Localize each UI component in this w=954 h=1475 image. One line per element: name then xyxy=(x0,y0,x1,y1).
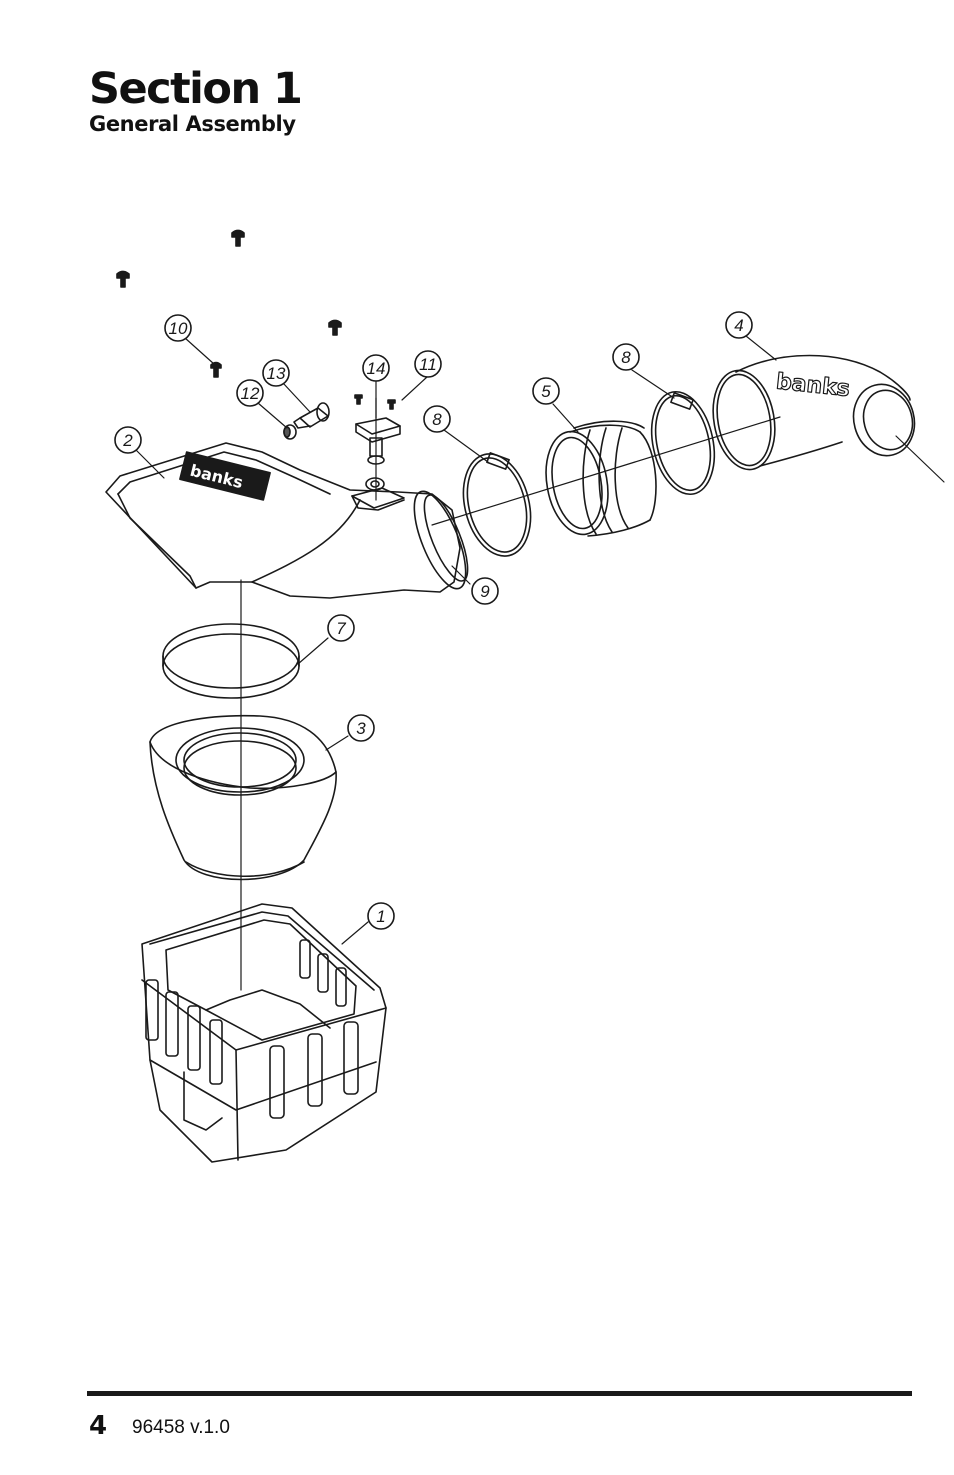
callout-label: 7 xyxy=(336,619,346,638)
callout-label: 8 xyxy=(621,348,631,367)
callout-circle xyxy=(114,426,142,454)
callout-circle xyxy=(347,714,375,742)
bellows-coupler xyxy=(545,420,657,537)
section-subtitle: General Assembly xyxy=(89,112,296,136)
screw-icon xyxy=(354,394,363,405)
callout-label: 13 xyxy=(267,364,286,383)
callout-circle xyxy=(471,577,499,605)
hose-clamp xyxy=(462,452,532,557)
callout-circle xyxy=(236,379,264,407)
page-number: 4 xyxy=(89,1411,108,1441)
callout-circle xyxy=(164,314,192,342)
section-heading: Section 1 General Assembly xyxy=(89,64,303,136)
callout-label: 4 xyxy=(734,316,743,335)
callout-label: 8 xyxy=(432,410,442,429)
callout-circle xyxy=(362,354,390,382)
callout-label: 14 xyxy=(367,359,386,378)
callout-label: 11 xyxy=(419,355,437,374)
callout-label: 1 xyxy=(376,907,385,926)
exploded-assembly-diagram: banks xyxy=(105,229,945,1163)
brand-logo: banks xyxy=(775,370,851,403)
screw-icon xyxy=(328,319,342,336)
section-title: Section 1 xyxy=(89,64,303,114)
callout-label: 9 xyxy=(480,582,490,601)
sensor-fitting xyxy=(293,402,330,429)
callout-circle xyxy=(612,343,640,371)
air-filter xyxy=(149,714,337,881)
seal-ring xyxy=(162,623,300,699)
callout-circle xyxy=(725,311,753,339)
cap-fitting xyxy=(283,424,297,440)
callout-label: 10 xyxy=(169,319,188,338)
callout-label: 5 xyxy=(541,382,551,401)
callout-circle xyxy=(423,405,451,433)
intake-elbow: banks xyxy=(712,354,916,471)
callout-label: 2 xyxy=(122,431,133,450)
screw-icon xyxy=(387,399,396,410)
document-version: 96458 v.1.0 xyxy=(132,1417,230,1438)
intake-tube-lid: banks xyxy=(105,442,469,599)
callout-circle xyxy=(262,359,290,387)
hose-clamp xyxy=(650,390,716,496)
screw-icon xyxy=(210,361,222,378)
sensor-assembly xyxy=(351,417,405,511)
callout-circle xyxy=(327,614,355,642)
callout-label: 12 xyxy=(241,384,260,403)
callout-label: 3 xyxy=(356,719,366,738)
airbox-base xyxy=(141,903,387,1163)
callout-circle xyxy=(414,350,442,378)
screw-icon xyxy=(231,229,245,247)
callout-circle xyxy=(532,377,560,405)
screw-icon xyxy=(116,270,130,288)
callout-circle xyxy=(367,902,395,930)
footer-divider xyxy=(87,1391,912,1396)
